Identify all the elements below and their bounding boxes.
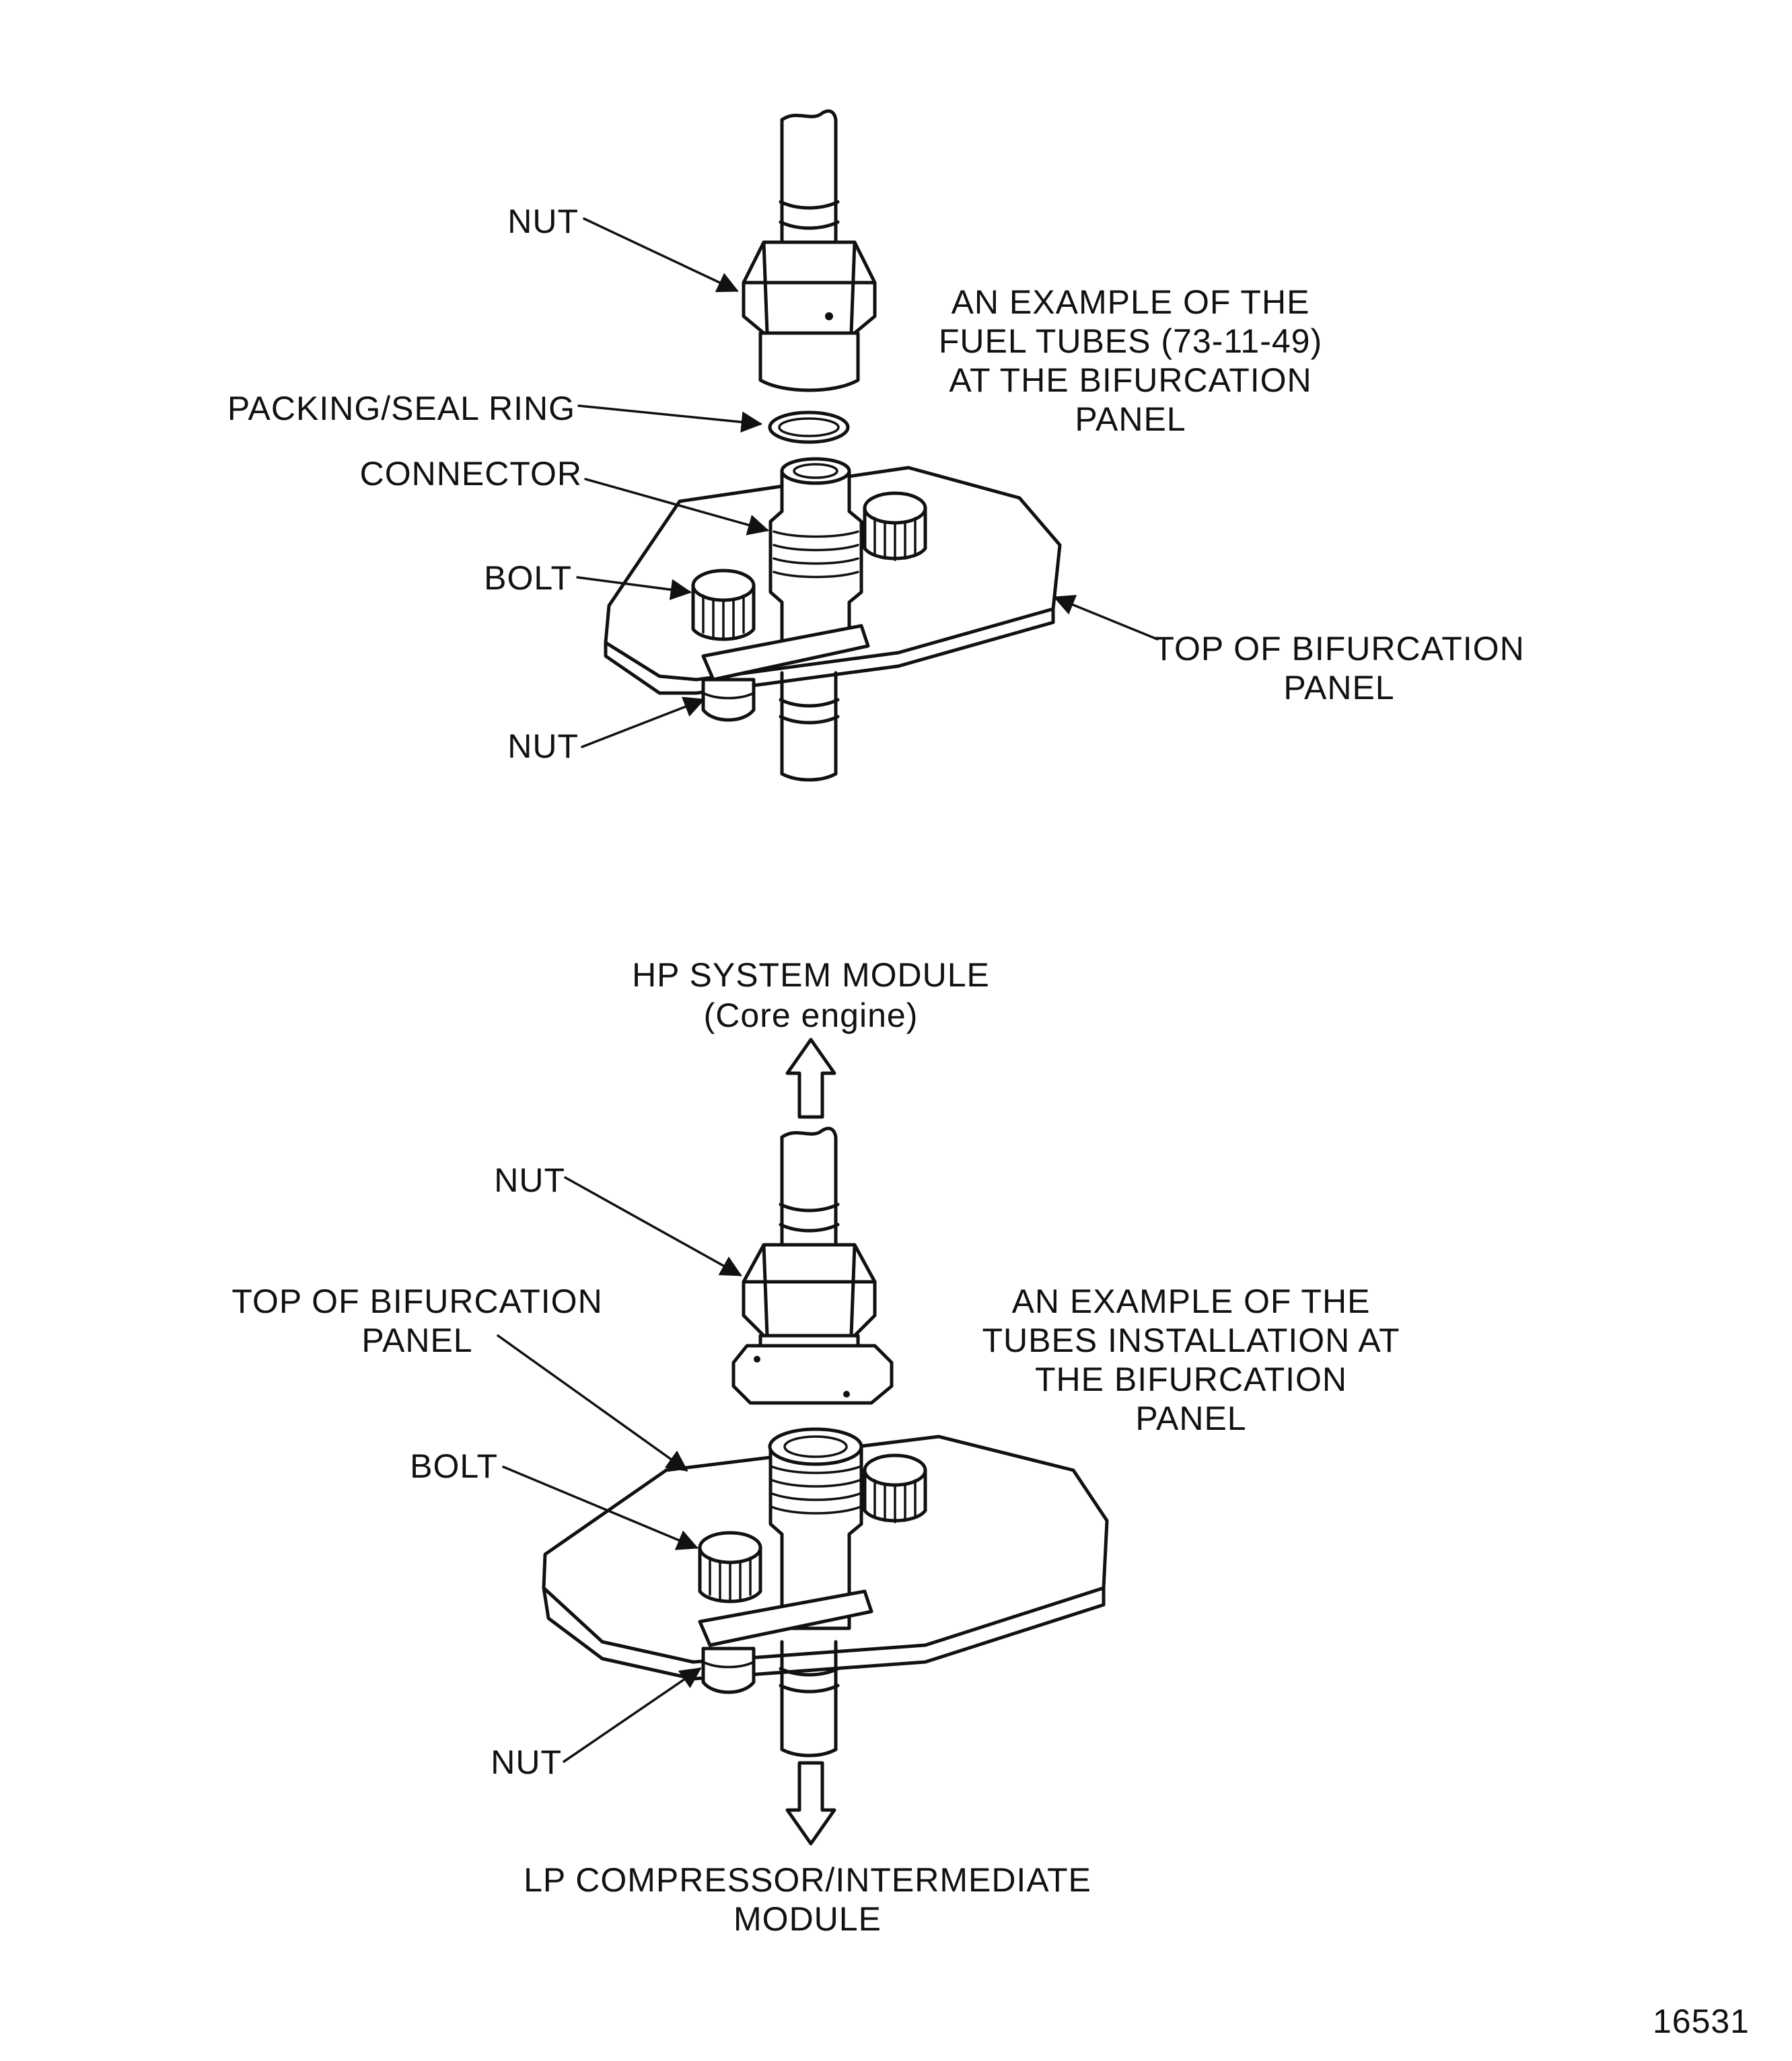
top-bolt-label: BOLT <box>484 559 572 597</box>
top-packing-label: PACKING/SEAL RING <box>227 390 575 427</box>
bottom-lower-nut <box>701 1647 756 1694</box>
bottom-hex-nut <box>731 1243 894 1405</box>
top-connector-label: CONNECTOR <box>359 455 582 493</box>
top-bolt-right <box>863 491 927 561</box>
top-panel-label: TOP OF BIFURCATION PANEL <box>1153 630 1525 707</box>
bottom-bolt-left <box>698 1531 762 1603</box>
bottom-assembly <box>497 1038 1109 1846</box>
bottom-nut-lower-label: NUT <box>491 1743 562 1781</box>
flow-up-arrow <box>785 1038 836 1119</box>
top-seal-ring <box>768 410 850 444</box>
bottom-lower-tube <box>779 1640 840 1758</box>
top-lower-tube <box>779 671 840 782</box>
lp-compressor-label: LP COMPRESSOR/INTERMEDIATE MODULE <box>524 1861 1091 1938</box>
top-hex-nut <box>742 240 877 392</box>
figure-number: 16531 <box>1652 2002 1750 2040</box>
bottom-caption: AN EXAMPLE OF THE TUBES INSTALLATION AT … <box>982 1282 1400 1437</box>
bottom-connector <box>768 1427 863 1630</box>
top-bolt-left <box>691 569 756 641</box>
top-connector <box>768 457 863 648</box>
bottom-bolt-right <box>863 1453 927 1523</box>
core-engine-label: (Core engine) <box>703 997 919 1034</box>
top-nut-lower-label: NUT <box>507 727 579 765</box>
top-caption: AN EXAMPLE OF THE FUEL TUBES (73-11-49) … <box>938 283 1323 438</box>
top-nut-upper-label: NUT <box>507 203 579 240</box>
bottom-bolt-label: BOLT <box>410 1447 498 1485</box>
top-lower-nut <box>701 678 756 722</box>
hp-system-module-label: HP SYSTEM MODULE <box>632 956 990 994</box>
bottom-nut-upper-label: NUT <box>494 1161 565 1199</box>
top-assembly <box>576 109 1159 782</box>
bottom-panel-label: TOP OF BIFURCATION PANEL <box>231 1282 603 1359</box>
flow-down-arrow <box>785 1761 836 1846</box>
